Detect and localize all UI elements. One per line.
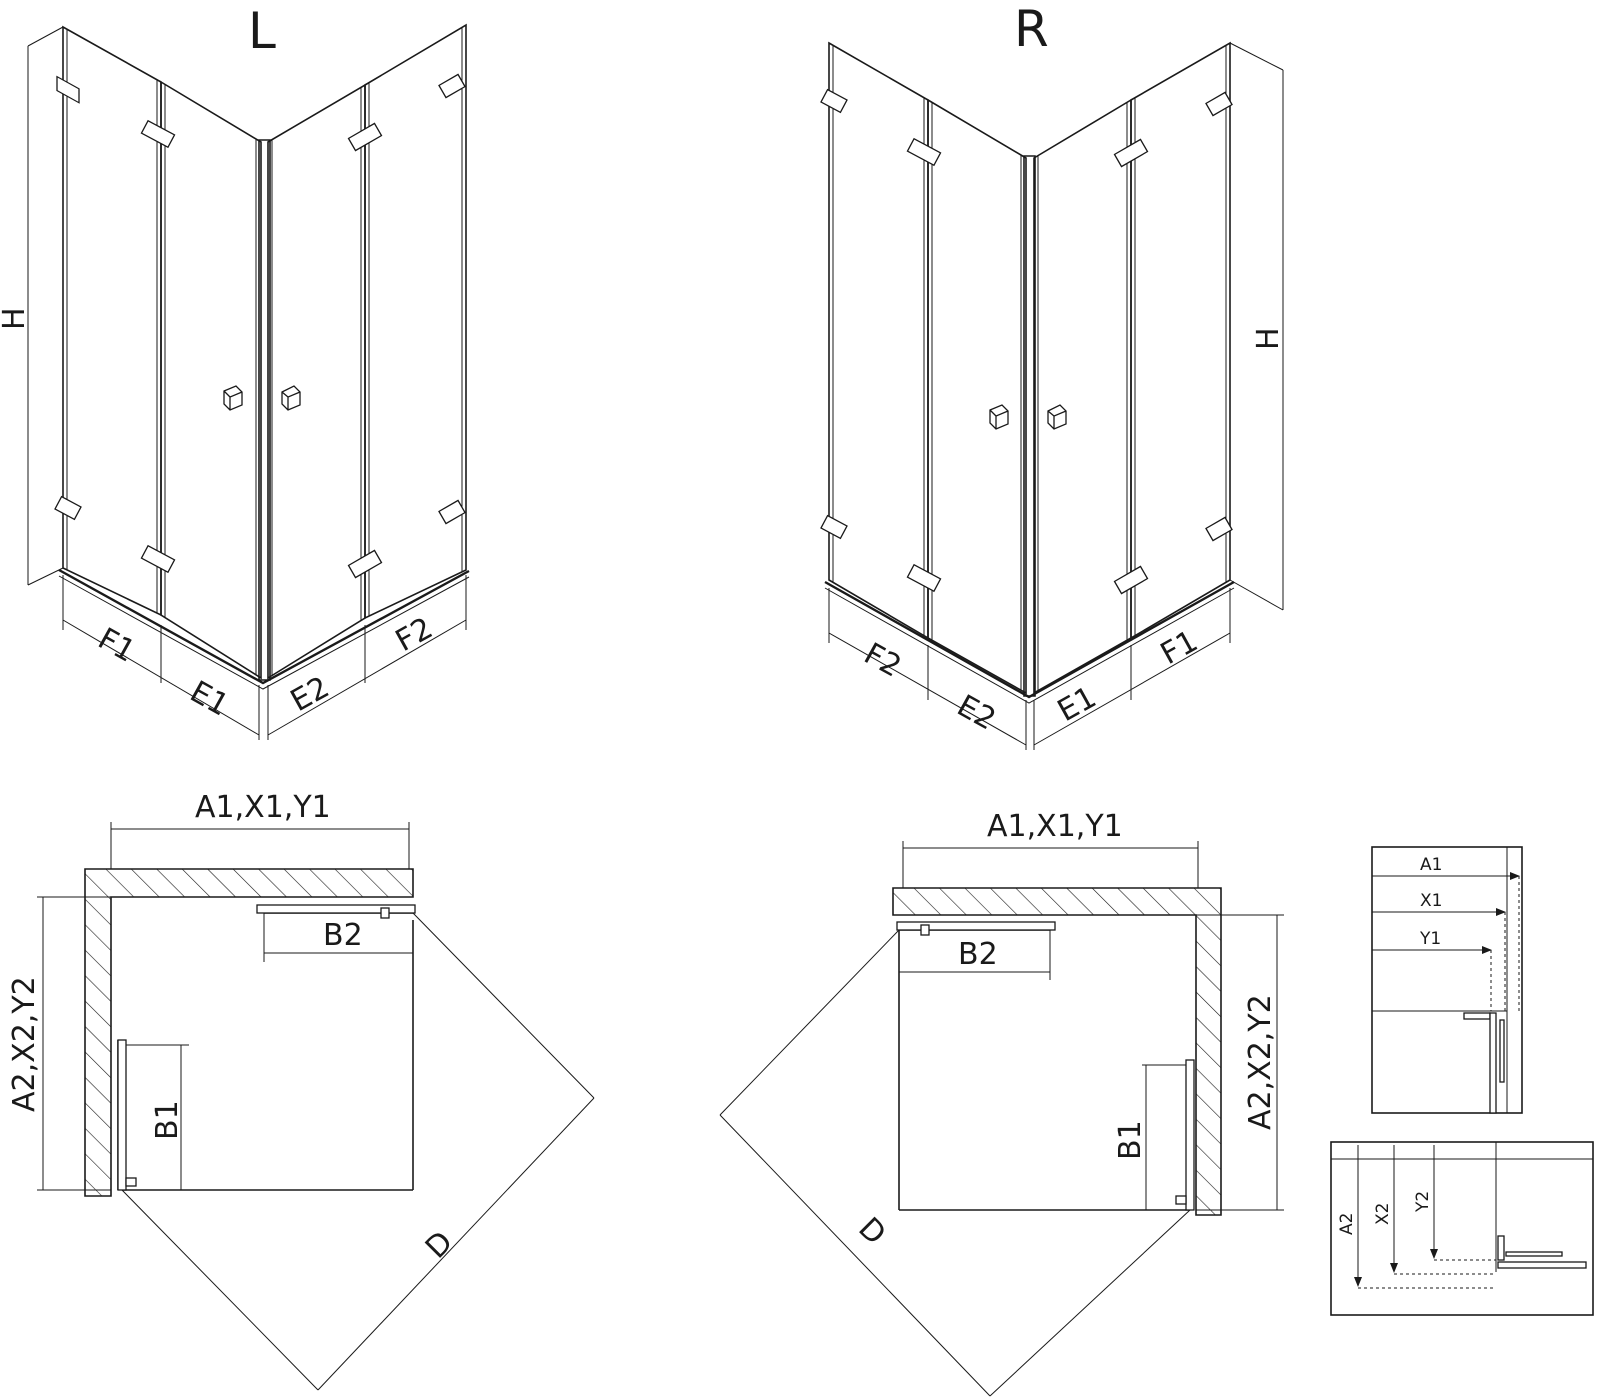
folding-door-left [160, 80, 262, 680]
profile-section [1463, 1012, 1491, 1020]
door-profile-top [896, 921, 1056, 931]
detail-label-y1: Y1 [1419, 929, 1441, 949]
fixed-panel-left [828, 41, 929, 640]
door-profile-top [256, 904, 416, 914]
dim-label-e1-right: E1 [1052, 680, 1102, 729]
door-profile-left [117, 1039, 127, 1191]
folding-door-left [927, 98, 1027, 695]
base-profile-left [58, 568, 470, 685]
hinge-icon [347, 549, 383, 579]
detail-label-a1: A1 [1420, 855, 1442, 875]
hinge-icon [140, 544, 176, 574]
dim-label-width-side-left: A2,X2,Y2 [7, 976, 42, 1112]
dim-label-b1-left: B1 [150, 1100, 185, 1140]
fixed-panel-right [364, 23, 467, 620]
hinge-icon [906, 137, 942, 167]
hinge-icon [140, 119, 176, 149]
detail-frame-top [1371, 846, 1523, 1114]
handle-icon [1047, 404, 1067, 430]
hinge-icon [906, 563, 942, 593]
handle-icon [989, 404, 1009, 430]
dim-label-f1-left: F1 [92, 621, 141, 669]
detail-label-a2: A2 [1337, 1213, 1357, 1235]
hinge-icon [1113, 565, 1149, 595]
dim-label-b1-right: B1 [1113, 1120, 1148, 1160]
handle-icon [223, 385, 243, 411]
profile-section [1497, 1235, 1505, 1261]
dim-label-width-top-left: A1,X1,Y1 [195, 790, 331, 825]
plan-view-left: A1,X1,Y1 A2,X2,Y2 B2 B1 D [7, 790, 595, 1391]
detail-label-x1: X1 [1420, 891, 1442, 911]
handle-icon [281, 385, 301, 411]
hinge-icon [1205, 516, 1233, 542]
detail-frame-side [1330, 1141, 1594, 1316]
dim-label-f1-right: F1 [1155, 624, 1204, 672]
hinge-icon [56, 75, 80, 104]
dim-label-d-right: D [851, 1211, 892, 1252]
dim-label-h-left: H [0, 307, 32, 330]
detail-label-x2: X2 [1373, 1203, 1393, 1225]
hinge-icon [1175, 1195, 1187, 1205]
fixed-panel-left [62, 25, 162, 617]
variant-label-left: L [248, 2, 276, 60]
variant-label-right: R [1014, 0, 1049, 58]
wall-hatch-right [892, 887, 1222, 1216]
door-profile-right [1185, 1059, 1195, 1211]
folding-door-right [267, 83, 366, 680]
detail-side-profile: A2 X2 Y2 [1330, 1141, 1594, 1316]
hinge-icon [920, 924, 930, 936]
hinge-icon [347, 122, 383, 152]
profile-section [1497, 1261, 1587, 1269]
iso-view-right: R H [820, 0, 1286, 750]
dim-label-b2-left: B2 [323, 918, 363, 953]
detail-top-profile: A1 X1 Y1 [1371, 846, 1523, 1114]
hinge-icon [438, 73, 466, 99]
dim-label-f2-right: F2 [858, 636, 907, 684]
glass-section [1499, 1019, 1505, 1083]
hinge-icon [820, 88, 848, 114]
corner-post-right [1023, 155, 1036, 697]
hinge-icon [1113, 138, 1149, 168]
dim-label-h-right: H [1251, 327, 1286, 350]
dim-label-width-top-right: A1,X1,Y1 [987, 809, 1123, 844]
dim-label-e2-left: E2 [285, 670, 335, 719]
dim-label-b2-right: B2 [958, 937, 998, 972]
folding-door-right [1033, 98, 1132, 695]
glass-section [1505, 1251, 1563, 1257]
plan-view-right: A1,X1,Y1 A2,X2,Y2 B2 B1 D [719, 809, 1284, 1397]
hinge-icon [820, 514, 848, 540]
dim-label-d-left: D [419, 1225, 460, 1266]
hinge-icon [380, 907, 390, 919]
hinge-icon [125, 1177, 137, 1187]
wall-hatch-left [84, 868, 414, 1197]
dim-label-e2-right: E2 [951, 688, 1001, 737]
detail-label-y2: Y2 [1413, 1191, 1433, 1213]
fixed-panel-right [1130, 41, 1231, 640]
hinge-icon [54, 495, 82, 521]
profile-section [1489, 1012, 1497, 1114]
dim-label-f2-left: F2 [390, 611, 439, 659]
iso-view-left: L H [0, 2, 470, 740]
dim-label-width-side-right: A2,X2,Y2 [1243, 994, 1278, 1130]
hinge-icon [1205, 91, 1233, 117]
hinge-icon [438, 499, 466, 525]
base-profile-right [824, 580, 1235, 699]
